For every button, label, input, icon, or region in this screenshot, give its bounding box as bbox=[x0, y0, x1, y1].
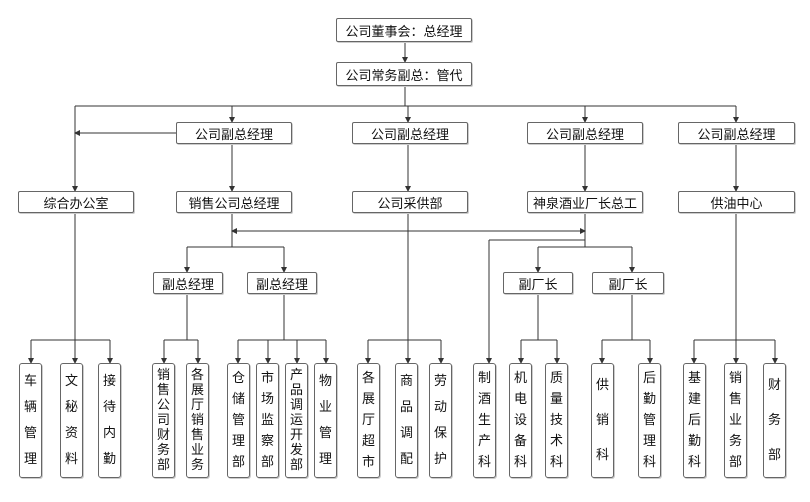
unit-box[interactable]: 各展厅超市 bbox=[357, 363, 380, 478]
executive-vp-box[interactable]: 公司常务副总：管代 bbox=[336, 62, 472, 86]
unit-box[interactable]: 文秘资料 bbox=[60, 363, 83, 478]
unit-box[interactable]: 接待内勤 bbox=[98, 363, 121, 478]
sub-manager-box[interactable]: 副厂长 bbox=[503, 272, 573, 294]
chairman-box[interactable]: 公司董事会：总经理 bbox=[336, 18, 472, 42]
unit-box[interactable]: 各展厅销售业务 bbox=[186, 363, 209, 478]
unit-box[interactable]: 基建后勤科 bbox=[683, 363, 706, 478]
department-box[interactable]: 公司采供部 bbox=[352, 191, 468, 213]
unit-box[interactable]: 市场监察部 bbox=[256, 363, 279, 478]
unit-box[interactable]: 销售业务部 bbox=[724, 363, 747, 478]
unit-box[interactable]: 质量技术科 bbox=[545, 363, 568, 478]
department-box[interactable]: 供油中心 bbox=[678, 191, 795, 213]
unit-box[interactable]: 供销科 bbox=[591, 363, 614, 478]
unit-box[interactable]: 产品调运开发部 bbox=[285, 363, 308, 478]
unit-box[interactable]: 物业管理 bbox=[314, 363, 337, 478]
unit-box[interactable]: 制酒生产科 bbox=[473, 363, 496, 478]
vice-president-box[interactable]: 公司副总经理 bbox=[352, 122, 468, 144]
unit-box[interactable]: 机电设备科 bbox=[509, 363, 532, 478]
unit-box[interactable]: 仓储管理部 bbox=[227, 363, 250, 478]
vice-president-box[interactable]: 公司副总经理 bbox=[176, 122, 292, 144]
unit-box[interactable]: 劳动保护 bbox=[429, 363, 452, 478]
department-box[interactable]: 神泉酒业厂长总工 bbox=[527, 191, 643, 213]
sub-manager-box[interactable]: 副厂长 bbox=[592, 272, 664, 294]
vice-president-box[interactable]: 公司副总经理 bbox=[678, 122, 795, 144]
department-box[interactable]: 销售公司总经理 bbox=[176, 191, 292, 213]
unit-box[interactable]: 车辆管理 bbox=[19, 363, 42, 478]
sub-manager-box[interactable]: 副总经理 bbox=[153, 272, 223, 294]
vice-president-box[interactable]: 公司副总经理 bbox=[527, 122, 643, 144]
unit-box[interactable]: 财务部 bbox=[763, 363, 786, 478]
unit-box[interactable]: 商品调配 bbox=[395, 363, 418, 478]
department-box[interactable]: 综合办公室 bbox=[18, 191, 134, 213]
unit-box[interactable]: 销售公司财务部 bbox=[152, 363, 175, 478]
unit-box[interactable]: 后勤管理科 bbox=[638, 363, 661, 478]
sub-manager-box[interactable]: 副总经理 bbox=[247, 272, 317, 294]
